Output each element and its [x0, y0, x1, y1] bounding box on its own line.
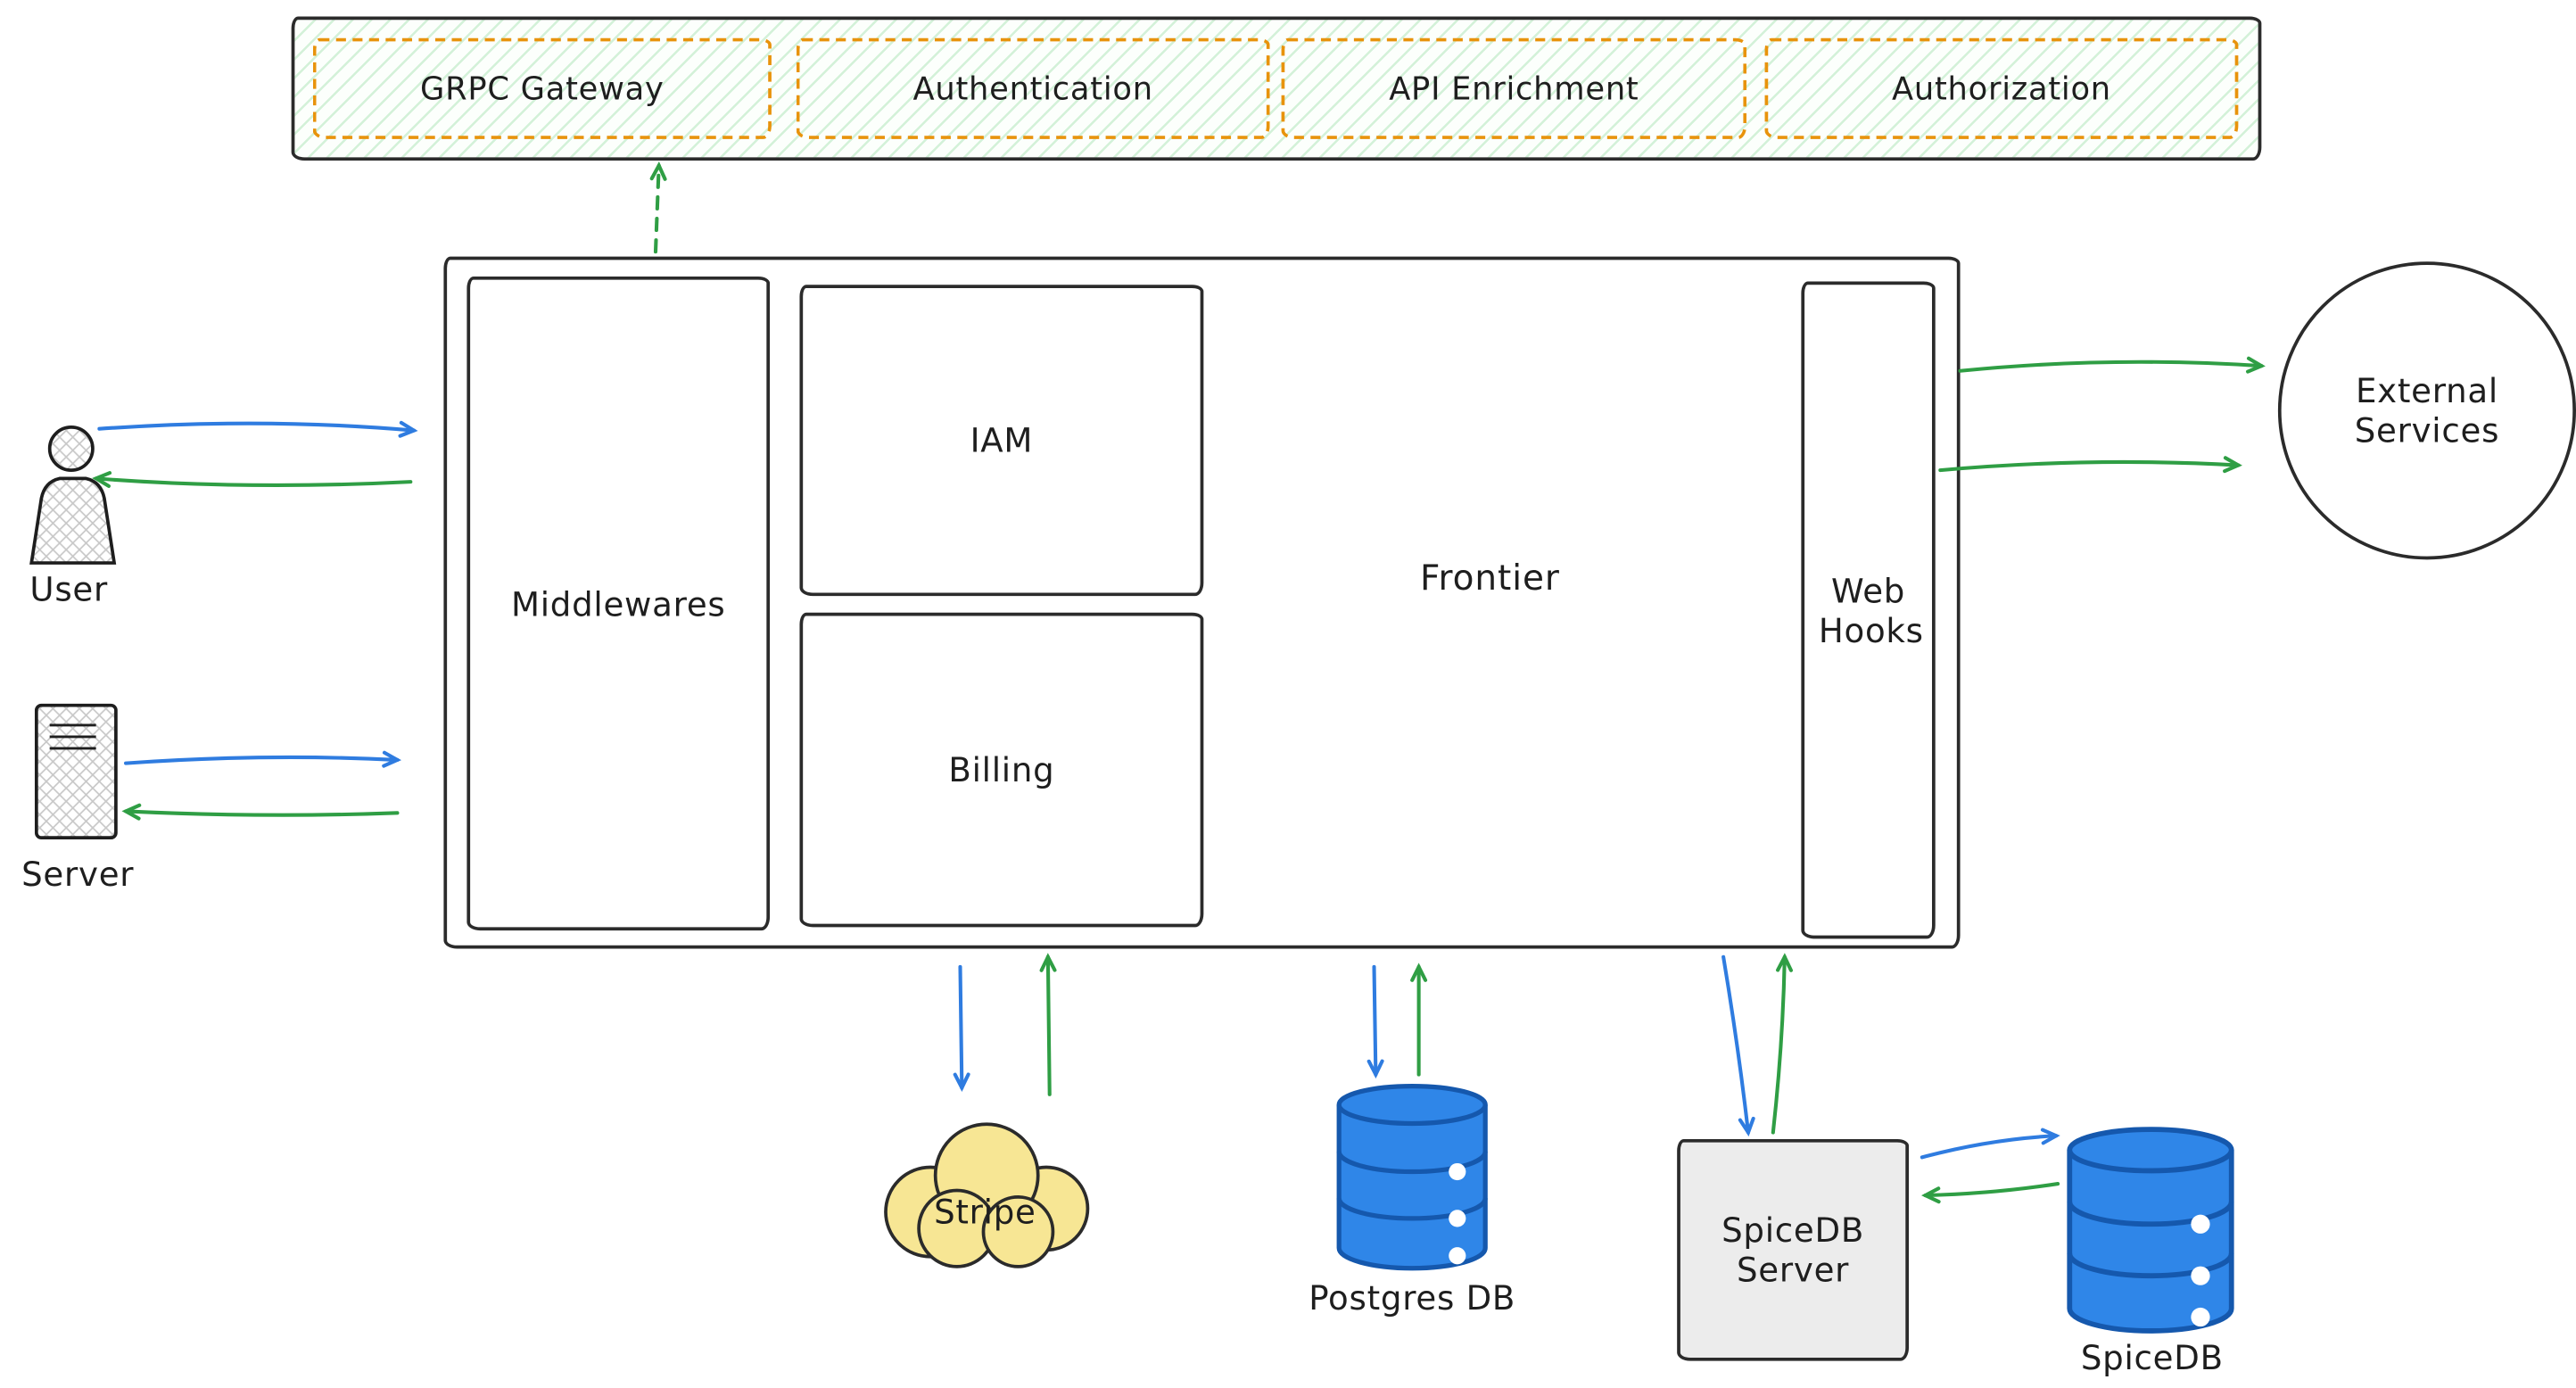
node-iam: IAM [799, 285, 1204, 597]
authorization-label: Authorization [1892, 70, 2111, 107]
postgres-db-icon [1336, 1083, 1488, 1271]
api-enrichment-label: API Enrichment [1389, 70, 1639, 107]
iam-label: IAM [970, 420, 1034, 460]
arrow-user-to-middlewares [97, 420, 418, 438]
arrow-spicedb-to-spicedb-server [1921, 1182, 2060, 1204]
spicedb-server-label: SpiceDB Server [1721, 1210, 1865, 1290]
authentication-label: Authentication [912, 70, 1153, 107]
arrow-webhooks-to-spicedb-server [1721, 954, 1755, 1137]
server-label: Server [21, 854, 135, 895]
frontier-label: Frontier [1419, 558, 1560, 599]
arrow-spicedb-server-to-spicedb [1920, 1128, 2060, 1160]
arrow-frontier-to-external-top [1958, 356, 2266, 374]
node-authentication: Authentication [796, 37, 1270, 139]
user-icon [29, 425, 117, 565]
arrow-frontier-to-external-bottom [1938, 456, 2242, 474]
arrow-middlewares-to-server [121, 803, 400, 821]
node-grpc-gateway: GRPC Gateway [312, 37, 772, 139]
node-external-services: External Services [2277, 261, 2576, 560]
user-label: User [29, 569, 108, 610]
arrow-spicedb-server-to-frontier [1771, 953, 1793, 1135]
node-billing: Billing [799, 612, 1204, 928]
server-icon-slots [49, 723, 96, 750]
node-api-enrichment: API Enrichment [1281, 37, 1747, 139]
arrow-middlewares-to-user [92, 471, 413, 488]
postgres-label: Postgres DB [1309, 1277, 1516, 1318]
arrow-middlewares-to-gateway-bar [649, 161, 667, 254]
gateway-bar: GRPC Gateway Authentication API Enrichme… [291, 16, 2262, 161]
node-authorization: Authorization [1764, 37, 2239, 139]
node-webhooks: Web Hooks [1801, 281, 1936, 939]
spicedb-label: SpiceDB [2080, 1337, 2224, 1378]
billing-label: Billing [948, 749, 1055, 790]
spicedb-icon [2067, 1127, 2234, 1334]
server-icon [34, 703, 118, 840]
node-middlewares: Middlewares [466, 276, 771, 931]
node-spicedb-server: SpiceDB Server [1677, 1138, 1910, 1361]
frontier-container: Middlewares IAM Billing Frontier Web Hoo… [443, 256, 1961, 949]
webhooks-label: Web Hooks [1818, 570, 1924, 650]
grpc-gateway-label: GRPC Gateway [420, 70, 665, 107]
arrow-billing-to-stripe [953, 964, 970, 1092]
stripe-label: Stripe [934, 1192, 1036, 1232]
middlewares-label: Middlewares [510, 583, 726, 624]
arrow-server-to-middlewares [124, 750, 402, 768]
user-icon-head [47, 425, 95, 472]
server-icon-chassis [34, 703, 118, 840]
stripe-cloud-icon [884, 1122, 1090, 1268]
user-icon-body [29, 476, 117, 565]
arrow-frontier-to-postgres [1366, 964, 1384, 1079]
external-services-label: External Services [2354, 370, 2500, 450]
arrow-stripe-to-billing [1039, 953, 1057, 1096]
